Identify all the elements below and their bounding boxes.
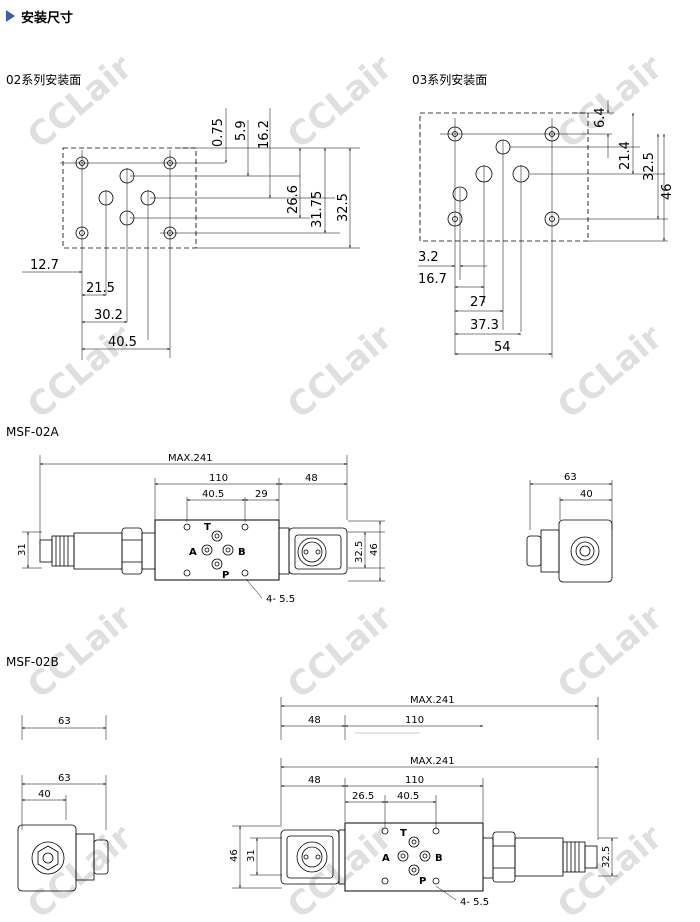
- dim-label: 0.75: [211, 118, 226, 147]
- msf-02b-title: MSF-02B: [6, 655, 59, 669]
- dim-label: 110: [405, 715, 424, 726]
- left-cartridge: [39, 527, 156, 575]
- watermark-text: CCLair: [20, 597, 140, 707]
- dim-label: MAX.241: [168, 453, 213, 464]
- dim-label: 37.3: [470, 318, 499, 333]
- watermark-text: CCLair: [20, 817, 140, 922]
- dim-label: 26.5: [352, 791, 374, 802]
- watermark-text: CCLair: [20, 47, 140, 157]
- dim-label: 48: [305, 473, 318, 484]
- dim-label: 46: [229, 849, 240, 862]
- watermark-text: CCLair: [280, 817, 400, 922]
- watermark-text: CCLair: [20, 317, 140, 427]
- right-handwheel: [278, 527, 348, 575]
- panel-03-series: 03系列安装面: [412, 72, 675, 358]
- dim-label: 40.5: [108, 335, 137, 350]
- dim-label: 21.4: [618, 141, 633, 170]
- dim-label: 31: [17, 543, 28, 556]
- msf-02b-front-view: [232, 758, 618, 901]
- watermark-text: CCLair: [280, 47, 400, 157]
- watermark-text: CCLair: [550, 817, 670, 922]
- port-holes: [183, 523, 249, 577]
- dim-label: 26.6: [286, 185, 301, 214]
- dim-label: 32.5: [336, 193, 351, 222]
- dim-label: 6.4: [593, 107, 608, 128]
- dim-label: 27: [470, 295, 487, 310]
- dim-label: 63: [564, 472, 577, 483]
- section-title: 安装尺寸: [21, 10, 74, 26]
- dim-label: MAX.241: [410, 695, 455, 706]
- dim-label: 12.7: [30, 258, 59, 273]
- dim-label: 32.5: [601, 846, 612, 868]
- port-label-b: B: [435, 853, 443, 864]
- hole-callout: 4- 5.5: [266, 594, 295, 605]
- panel-03-title: 03系列安装面: [412, 72, 487, 87]
- mounting-face-outline: [419, 112, 589, 242]
- dim-label: 5.9: [234, 120, 249, 141]
- watermark-text: CCLair: [550, 597, 670, 707]
- msf-02a-drawing: MSF-02A: [6, 425, 613, 605]
- mounting-holes: [447, 126, 560, 227]
- dim-label: 46: [369, 543, 380, 556]
- dim-label: 54: [494, 340, 511, 355]
- msf-02a-title: MSF-02A: [6, 425, 59, 439]
- dim-label: 16.2: [257, 120, 272, 149]
- dim-label: 40.5: [202, 489, 224, 500]
- msf-02b-side-view: 63 40: [17, 773, 109, 892]
- dim-label: 40: [580, 489, 593, 500]
- dim-label: 30.2: [94, 308, 123, 323]
- mounting-face-outline: [62, 147, 197, 249]
- dim-label: 32.5: [642, 152, 657, 181]
- port-label-t: T: [204, 522, 211, 533]
- dim-label: 110: [405, 775, 424, 786]
- dim-label: 63: [58, 773, 71, 784]
- port-label-a: A: [382, 853, 390, 864]
- hole-callout: 4- 5.5: [460, 897, 489, 908]
- dim-label: 63: [58, 716, 71, 727]
- panel-02-title: 02系列安装面: [6, 72, 81, 87]
- dim-label: 31.75: [310, 191, 325, 228]
- port-label-a: A: [189, 547, 197, 558]
- watermark-text: CCLair: [280, 317, 400, 427]
- watermark-text: CCLair: [280, 597, 400, 707]
- dim-label: 32.5: [354, 541, 365, 563]
- dim-label: 40: [38, 789, 51, 800]
- dim-label: 48: [308, 775, 321, 786]
- dim-label: 21.5: [86, 281, 115, 296]
- dim-label: 40.5: [397, 791, 419, 802]
- page-title: 安装尺寸: [6, 4, 73, 28]
- bullet-arrow-icon: [6, 10, 15, 22]
- panel-02-series: 02系列安装面: [6, 72, 360, 360]
- watermark-text: CCLair: [550, 317, 670, 427]
- port-label-t: T: [400, 828, 407, 839]
- dim-label: 3.2: [418, 250, 439, 265]
- watermark-text: CCLair: [550, 47, 670, 157]
- dim-label: 31: [246, 849, 257, 862]
- valve-body: [154, 519, 280, 581]
- dim-label: MAX.241: [410, 756, 455, 767]
- dim-label: 16.7: [418, 272, 447, 287]
- msf-02b-drawing: MSF-02B 63 MAX.241 48 110: [6, 655, 618, 908]
- dim-label: 48: [308, 715, 321, 726]
- port-label-p: P: [419, 876, 426, 887]
- port-label-b: B: [238, 547, 246, 558]
- port-label-p: P: [222, 570, 229, 581]
- dim-label: 110: [209, 473, 228, 484]
- msf-02a-side-view: 63 40: [526, 472, 613, 583]
- dim-label: 29: [255, 489, 268, 500]
- dim-label: 46: [660, 183, 675, 200]
